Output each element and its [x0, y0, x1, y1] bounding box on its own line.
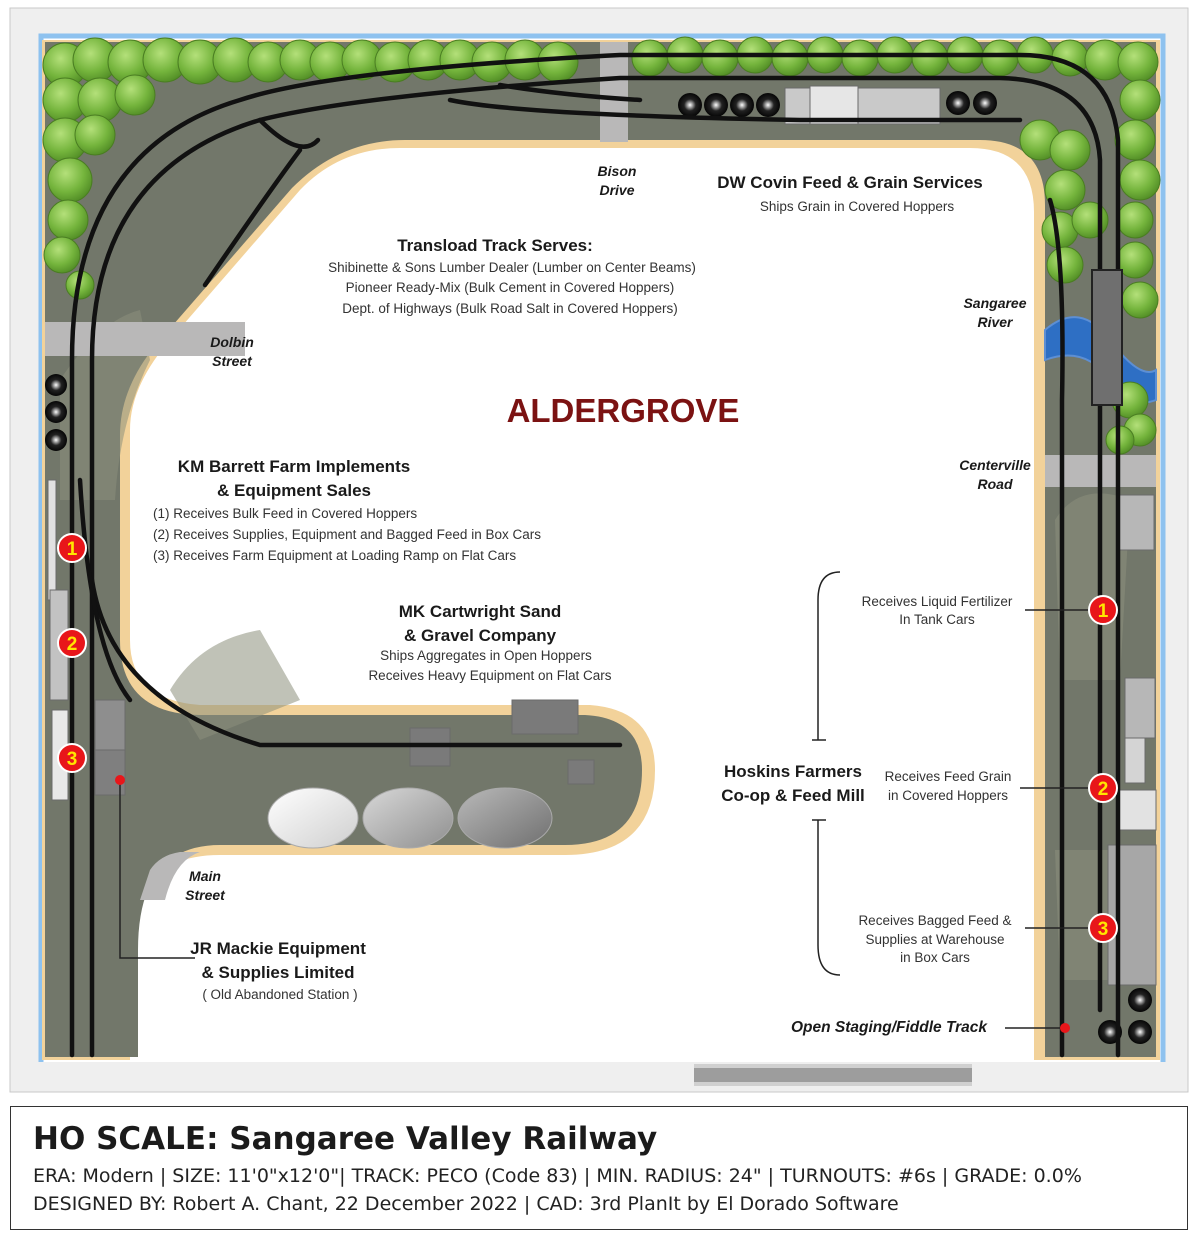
spot-desc: Receives Feed Grain — [885, 769, 1012, 784]
spot-desc: Receives Bagged Feed & — [858, 913, 1011, 928]
spot-desc: Supplies at Warehouse — [865, 932, 1004, 947]
ground-texture — [60, 310, 1150, 980]
svg-text:3: 3 — [1098, 919, 1109, 940]
svg-text:1: 1 — [67, 539, 78, 560]
industry-name: MK Cartwright Sand — [399, 602, 561, 621]
industry-desc: (3) Receives Farm Equipment at Loading R… — [153, 548, 516, 563]
svg-text:2: 2 — [1098, 779, 1109, 800]
street-label: Bison — [598, 163, 637, 179]
industry-name: KM Barrett Farm Implements — [178, 457, 410, 476]
industry-name: & Equipment Sales — [217, 481, 371, 500]
spot-marker: 1 — [57, 533, 87, 563]
street-label: Drive — [599, 182, 634, 198]
street-label: Main — [189, 868, 221, 884]
street-label: Road — [978, 476, 1013, 492]
station-dot — [115, 775, 125, 785]
industry-desc: Ships Grain in Covered Hoppers — [760, 199, 955, 214]
layout-specs: ERA: Modern | SIZE: 11'0"x12'0"| TRACK: … — [33, 1165, 1082, 1187]
industry-name: Transload Track Serves: — [397, 236, 593, 255]
layout-credits: DESIGNED BY: Robert A. Chant, 22 Decembe… — [33, 1193, 899, 1215]
industry-name: & Supplies Limited — [201, 963, 354, 982]
street-label: Street — [212, 353, 253, 369]
street-label: Centerville — [959, 457, 1031, 473]
svg-text:1: 1 — [1098, 601, 1109, 622]
svg-text:3: 3 — [67, 749, 78, 770]
street-label: Dolbin — [210, 334, 254, 350]
leader-lines — [119, 571, 1090, 1029]
spot-desc: In Tank Cars — [899, 612, 975, 627]
spot-marker: 2 — [57, 628, 87, 658]
industry-name: DW Covin Feed & Grain Services — [717, 173, 982, 192]
shrubs — [45, 91, 1152, 1044]
industry-desc: (2) Receives Supplies, Equipment and Bag… — [153, 527, 541, 542]
industry-desc: ( Old Abandoned Station ) — [202, 987, 357, 1002]
industry-desc: Dept. of Highways (Bulk Road Salt in Cov… — [342, 301, 677, 316]
industry-desc: (1) Receives Bulk Feed in Covered Hopper… — [153, 506, 417, 521]
industry-desc: Ships Aggregates in Open Hoppers — [380, 648, 592, 663]
staging-dot — [1060, 1023, 1070, 1033]
industry-desc: Shibinette & Sons Lumber Dealer (Lumber … — [328, 260, 696, 275]
spot-desc: Receives Liquid Fertilizer — [862, 594, 1013, 609]
river-label: Sangaree — [963, 295, 1026, 311]
spot-marker: 3 — [1088, 913, 1118, 943]
industry-name: JR Mackie Equipment — [190, 939, 366, 958]
industry-desc: Pioneer Ready-Mix (Bulk Cement in Covere… — [346, 280, 675, 295]
industry-name: Hoskins Farmers — [724, 762, 862, 781]
track — [69, 52, 1121, 1058]
industry-name: & Gravel Company — [404, 626, 557, 645]
town-name: ALDERGROVE — [507, 392, 740, 429]
svg-text:2: 2 — [67, 634, 78, 655]
industry-desc: Receives Heavy Equipment on Flat Cars — [368, 668, 611, 683]
industry-name: Co-op & Feed Mill — [721, 786, 865, 805]
staging-label: Open Staging/Fiddle Track — [791, 1019, 988, 1036]
door — [694, 1068, 972, 1082]
spot-marker: 3 — [57, 743, 87, 773]
title-block: HO SCALE: Sangaree Valley Railway ERA: M… — [10, 1106, 1188, 1230]
spot-marker: 1 — [1088, 595, 1118, 625]
storage-piles — [267, 787, 553, 849]
spot-desc: in Covered Hoppers — [888, 788, 1008, 803]
spot-markers: 1 2 3 1 2 3 — [57, 533, 1118, 943]
river-label: River — [977, 314, 1014, 330]
bridge — [1091, 269, 1123, 406]
layout-title: HO SCALE: Sangaree Valley Railway — [33, 1121, 658, 1157]
track-plan: 1 2 3 1 2 3 Bison Drive Dolbin Street Sa… — [9, 7, 1189, 1093]
spot-marker: 2 — [1088, 773, 1118, 803]
room-wall — [38, 33, 1166, 1062]
street-label: Street — [185, 887, 226, 903]
spot-desc: in Box Cars — [900, 950, 970, 965]
